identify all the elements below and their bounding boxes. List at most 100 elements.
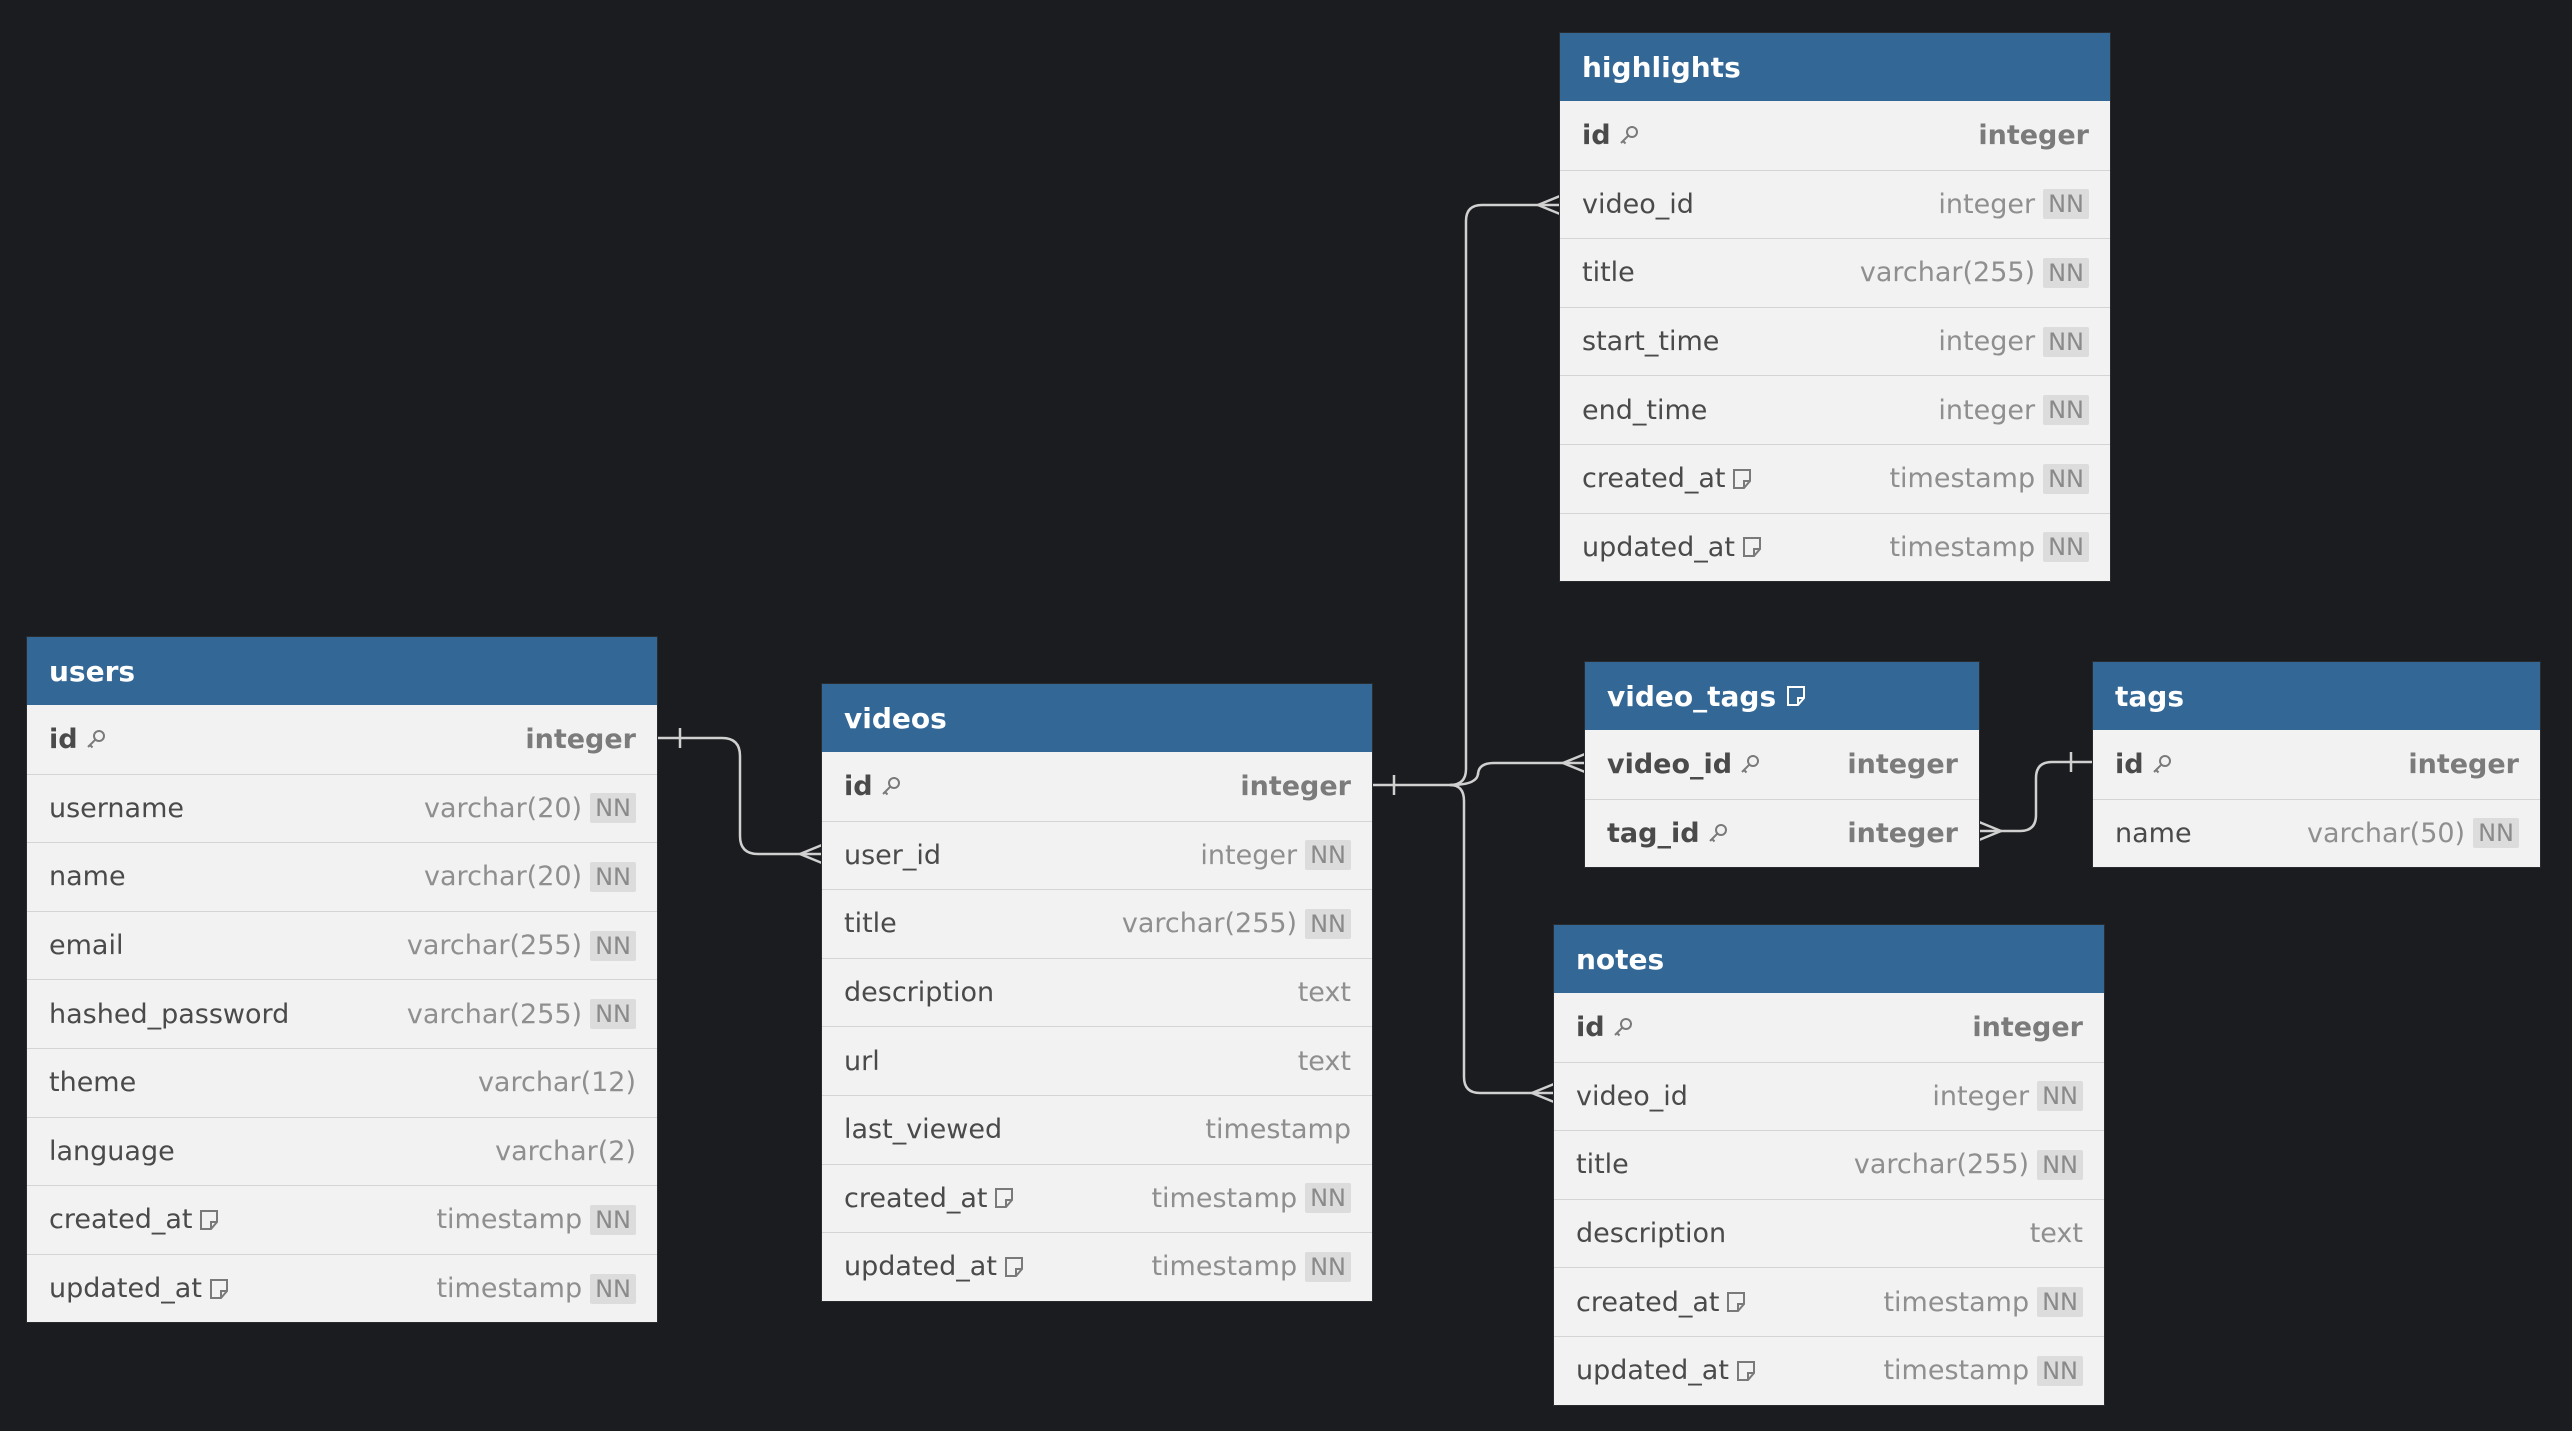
column-type-group: varchar(255)NN [407,930,636,961]
column-row-users-email[interactable]: email varchar(255)NN [27,910,657,980]
column-name-group: created_at [1582,463,1752,494]
table-header-highlights[interactable]: highlights [1560,33,2110,101]
column-type-group: integer [525,724,636,755]
relationship-videos-notes[interactable] [1449,783,1554,1095]
relationship-many-marker[interactable] [1559,752,1586,774]
column-type: integer [1847,748,1958,780]
column-name-group: hashed_password [49,999,289,1030]
note-icon[interactable] [199,1209,219,1231]
column-name-group: updated_at [49,1273,229,1304]
column-name-group: updated_at [844,1251,1024,1282]
column-type: varchar(255) [406,930,583,962]
column-type: varchar(2) [495,1135,636,1167]
note-icon[interactable] [1736,1360,1756,1382]
table-header-tags[interactable]: tags [2093,662,2540,730]
column-name-group: description [1576,1218,1726,1249]
relationship-videos-highlights[interactable] [1372,203,1560,787]
note-icon[interactable] [994,1187,1014,1209]
table-header-notes[interactable]: notes [1554,925,2104,993]
column-row-users-language[interactable]: language varchar(2) [27,1116,657,1186]
relationship-videos-video-tags[interactable] [1449,761,1585,787]
table-header-users[interactable]: users [27,637,657,705]
column-name: user_id [844,839,942,871]
column-name: description [1576,1218,1727,1250]
note-icon[interactable] [1004,1256,1024,1278]
note-icon[interactable] [1732,468,1752,490]
column-type: timestamp [1889,463,2036,495]
relationship-tags-video-tags[interactable] [1979,760,2093,833]
column-name: end_time [1582,394,1708,426]
column-name: id [49,723,78,755]
column-type-group: varchar(2) [495,1136,636,1167]
column-name: email [49,930,124,962]
column-type-group: text [1298,977,1351,1008]
column-name-group: language [49,1136,175,1167]
table-header-videos[interactable]: videos [822,684,1372,752]
table-header-video-tags[interactable]: video_tags [1585,662,1979,730]
not-null-badge: NN [590,1204,636,1235]
column-type: text [1297,1045,1351,1077]
not-null-badge: NN [2037,1287,2083,1318]
column-name-group: title [1576,1149,1629,1180]
column-type-group: varchar(12) [478,1067,636,1098]
note-icon[interactable] [1786,685,1806,707]
note-icon[interactable] [1742,536,1762,558]
relationship-many-marker[interactable] [1978,820,2005,842]
column-type: timestamp [1151,1182,1298,1214]
column-type-group: text [1298,1046,1351,1077]
relationship-many-marker[interactable] [1528,1082,1555,1104]
relationship-many-marker[interactable] [1534,194,1561,216]
column-type: varchar(255) [1859,257,2036,289]
not-null-badge: NN [2043,463,2089,494]
column-name: updated_at [1582,531,1735,563]
column-type-group: integer [1978,120,2089,151]
note-icon[interactable] [1726,1291,1746,1313]
column-row-users-id[interactable]: id integer [27,705,657,774]
note-icon[interactable] [209,1278,229,1300]
relationship-users-videos[interactable] [657,736,822,856]
not-null-badge: NN [590,1273,636,1304]
relationship-many-marker[interactable] [796,843,823,865]
not-null-badge: NN [590,861,636,892]
